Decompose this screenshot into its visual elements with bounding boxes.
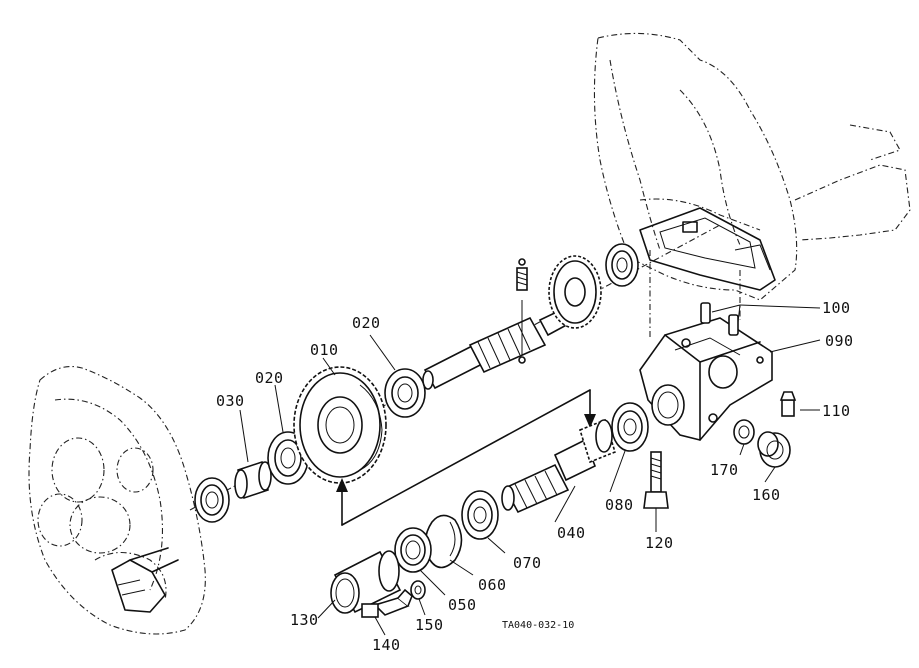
label-160: 160 — [752, 486, 781, 504]
label-020-right: 020 — [352, 314, 381, 332]
assembly-bracket — [336, 389, 596, 526]
label-090: 090 — [825, 332, 854, 350]
label-150: 150 — [415, 616, 444, 634]
label-140: 140 — [372, 636, 401, 654]
part-060-snap-ring — [424, 514, 463, 569]
label-130: 130 — [290, 611, 319, 629]
label-030: 030 — [216, 392, 245, 410]
part-140-clamp-bolt — [361, 588, 413, 618]
upper-bearing — [605, 243, 639, 287]
part-labels: 010 020 020 030 040 050 060 070 080 090 … — [216, 299, 854, 654]
label-070: 070 — [513, 554, 542, 572]
label-120: 120 — [645, 534, 674, 552]
label-010: 010 — [310, 341, 339, 359]
part-120-bolt — [643, 451, 669, 509]
leader-lines — [239, 304, 821, 636]
part-080-bearing — [611, 402, 649, 452]
part-110-plug — [779, 391, 797, 417]
right-transmission-case — [593, 32, 911, 301]
part-150-washer — [410, 580, 426, 600]
small-gear-upper — [548, 255, 602, 329]
label-040: 040 — [557, 524, 586, 542]
part-030-bearing — [194, 477, 230, 523]
reference-code: TA040-032-10 — [502, 620, 574, 631]
label-060: 060 — [478, 576, 507, 594]
label-080: 080 — [605, 496, 634, 514]
part-040-shaft — [501, 418, 616, 514]
part-010-gear — [293, 366, 387, 484]
part-050-oil-seal — [394, 527, 432, 573]
left-transmission-case — [28, 365, 206, 635]
label-100: 100 — [822, 299, 851, 317]
label-110: 110 — [822, 402, 851, 420]
part-160-drain-plug — [757, 431, 791, 468]
label-050: 050 — [448, 596, 477, 614]
spring-pin — [516, 258, 528, 291]
collar — [234, 460, 272, 500]
label-170: 170 — [710, 461, 739, 479]
part-100-dowel-pins — [700, 302, 739, 336]
part-170-gasket — [733, 419, 755, 445]
label-020-left: 020 — [255, 369, 284, 387]
part-090-housing — [639, 317, 773, 441]
part-130-sleeve — [330, 550, 402, 614]
part-070-bearing — [461, 490, 499, 540]
part-020-bearing-right — [384, 368, 426, 418]
countershaft — [422, 258, 574, 390]
